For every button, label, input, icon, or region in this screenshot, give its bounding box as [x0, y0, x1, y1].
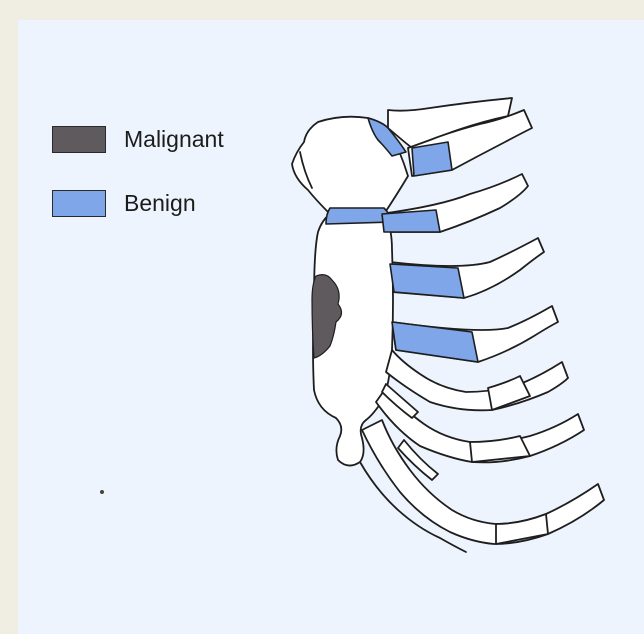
benign-region-rib-3	[382, 210, 440, 232]
benign-region-rib-2	[412, 142, 452, 176]
benign-region-rib-5	[392, 322, 478, 362]
benign-region-rib-4	[390, 264, 464, 298]
speck	[100, 490, 104, 494]
rib-joint-lower-3	[496, 514, 548, 544]
